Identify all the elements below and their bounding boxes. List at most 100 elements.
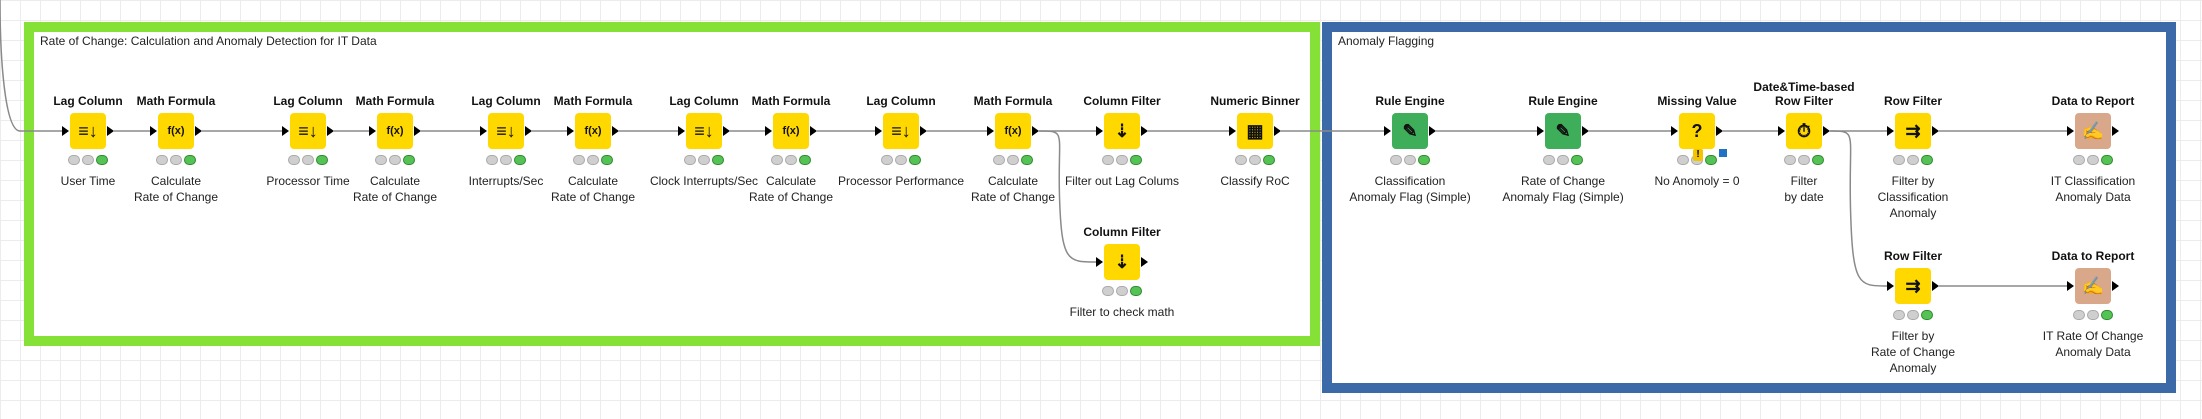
row-filter-icon[interactable]: ⇉ [1895, 113, 1931, 149]
node-label[interactable]: User Time [60, 174, 116, 188]
rule-engine-node[interactable]: Rule Engine✎Rate of Change Anomaly Flag … [1483, 94, 1643, 205]
output-port[interactable] [414, 126, 421, 136]
math-formula-icon[interactable]: f(x) [158, 113, 194, 149]
output-port[interactable] [1141, 257, 1148, 267]
node-label[interactable]: Classify RoC [1220, 174, 1290, 188]
node-label[interactable]: Calculate Rate of Change [352, 174, 438, 204]
lag-column-node[interactable]: Lag Column≡↓Processor Time [228, 94, 388, 189]
node-label[interactable]: Interrupts/Sec [468, 174, 544, 188]
column-filter-node[interactable]: Column Filter⇣Filter to check math [1042, 225, 1202, 320]
row-filter-node[interactable]: Row Filter⇉Filter by Rate of Change Anom… [1833, 249, 1993, 376]
missing-value-icon[interactable]: ? [1679, 113, 1715, 149]
numeric-binner-icon[interactable]: ▦ [1237, 113, 1273, 149]
input-port[interactable] [2067, 126, 2074, 136]
column-filter-icon[interactable]: ⇣ [1104, 244, 1140, 280]
output-port[interactable] [1274, 126, 1281, 136]
input-port[interactable] [678, 126, 685, 136]
input-port[interactable] [480, 126, 487, 136]
math-formula-icon[interactable]: f(x) [773, 113, 809, 149]
input-port[interactable] [150, 126, 157, 136]
lag-column-icon[interactable]: ≡↓ [488, 113, 524, 149]
input-port[interactable] [369, 126, 376, 136]
output-port[interactable] [723, 126, 730, 136]
node-label[interactable]: Calculate Rate of Change [550, 174, 636, 204]
input-port[interactable] [1537, 126, 1544, 136]
math-formula-icon[interactable]: f(x) [377, 113, 413, 149]
node-label[interactable]: Filter by date [1784, 174, 1824, 204]
lag-column-icon[interactable]: ≡↓ [70, 113, 106, 149]
output-port[interactable] [810, 126, 817, 136]
input-port[interactable] [765, 126, 772, 136]
node-label[interactable]: IT Rate Of Change Anomaly Data [2042, 329, 2144, 359]
output-port[interactable] [195, 126, 202, 136]
input-port[interactable] [1887, 126, 1894, 136]
output-port[interactable] [1429, 126, 1436, 136]
output-port[interactable] [2112, 281, 2119, 291]
output-port[interactable] [1823, 126, 1830, 136]
row-filter-icon[interactable]: ⇉ [1895, 268, 1931, 304]
rate-of-change-annotation[interactable]: Rate of Change: Calculation and Anomaly … [24, 22, 1320, 346]
node-label[interactable]: Clock Interrupts/Sec [649, 174, 759, 188]
node-label[interactable]: No Anomoly = 0 [1654, 174, 1740, 188]
output-port[interactable] [1582, 126, 1589, 136]
input-port[interactable] [1096, 126, 1103, 136]
output-port[interactable] [1716, 126, 1723, 136]
rule-engine-icon[interactable]: ✎ [1545, 113, 1581, 149]
node-label[interactable]: Processor Performance [837, 174, 965, 188]
node-label[interactable]: Calculate Rate of Change [133, 174, 219, 204]
input-port[interactable] [1384, 126, 1391, 136]
input-port[interactable] [1671, 126, 1678, 136]
node-label[interactable]: Filter by Classification Anomaly [1877, 174, 1949, 220]
input-port[interactable] [62, 126, 69, 136]
node-label[interactable]: Calculate Rate of Change [748, 174, 834, 204]
node-label[interactable]: Processor Time [266, 174, 350, 188]
lag-column-icon[interactable]: ≡↓ [686, 113, 722, 149]
data-to-report-node[interactable]: Data to Report✍IT Classification Anomaly… [2013, 94, 2173, 205]
output-port[interactable] [1932, 126, 1939, 136]
node-label[interactable]: Filter to check math [1069, 305, 1175, 319]
math-formula-icon[interactable]: f(x) [575, 113, 611, 149]
node-label[interactable]: Calculate Rate of Change [970, 174, 1056, 204]
column-filter-icon[interactable]: ⇣ [1104, 113, 1140, 149]
output-port[interactable] [1141, 126, 1148, 136]
output-port[interactable] [107, 126, 114, 136]
lag-column-node[interactable]: Lag Column≡↓User Time [8, 94, 168, 189]
data-to-report-icon[interactable]: ✍ [2075, 113, 2111, 149]
node-label[interactable]: Classification Anomaly Flag (Simple) [1349, 174, 1471, 204]
lag-column-icon[interactable]: ≡↓ [290, 113, 326, 149]
output-port[interactable] [327, 126, 334, 136]
lag-column-node[interactable]: Lag Column≡↓Interrupts/Sec [426, 94, 586, 189]
output-port[interactable] [525, 126, 532, 136]
rule-engine-node[interactable]: Rule Engine✎Classification Anomaly Flag … [1330, 94, 1490, 205]
lag-column-node[interactable]: Lag Column≡↓Processor Performance [821, 94, 981, 189]
math-formula-icon[interactable]: f(x) [995, 113, 1031, 149]
input-port[interactable] [1229, 126, 1236, 136]
input-port[interactable] [2067, 281, 2074, 291]
node-label[interactable]: Rate of Change Anomaly Flag (Simple) [1502, 174, 1624, 204]
datetime-filter-node[interactable]: Date&Time-based Row Filter⏱Filter by dat… [1724, 80, 1884, 205]
output-port[interactable] [920, 126, 927, 136]
data-to-report-node[interactable]: Data to Report✍IT Rate Of Change Anomaly… [2013, 249, 2173, 360]
input-port[interactable] [1778, 126, 1785, 136]
output-port[interactable] [2112, 126, 2119, 136]
input-port[interactable] [1096, 257, 1103, 267]
row-filter-node[interactable]: Row Filter⇉Filter by Classification Anom… [1833, 94, 1993, 221]
input-port[interactable] [567, 126, 574, 136]
datetime-filter-icon[interactable]: ⏱ [1786, 113, 1822, 149]
node-label[interactable]: IT Classification Anomaly Data [2050, 174, 2136, 204]
rule-engine-icon[interactable]: ✎ [1392, 113, 1428, 149]
node-label[interactable]: Filter out Lag Colums [1064, 174, 1180, 188]
input-port[interactable] [282, 126, 289, 136]
lag-column-icon[interactable]: ≡↓ [883, 113, 919, 149]
input-port[interactable] [987, 126, 994, 136]
missing-value-node[interactable]: Missing Value?!No Anomoly = 0 [1617, 94, 1777, 189]
output-port[interactable] [612, 126, 619, 136]
anomaly-flagging-annotation[interactable]: Anomaly Flagging [1322, 22, 2176, 393]
data-to-report-icon[interactable]: ✍ [2075, 268, 2111, 304]
